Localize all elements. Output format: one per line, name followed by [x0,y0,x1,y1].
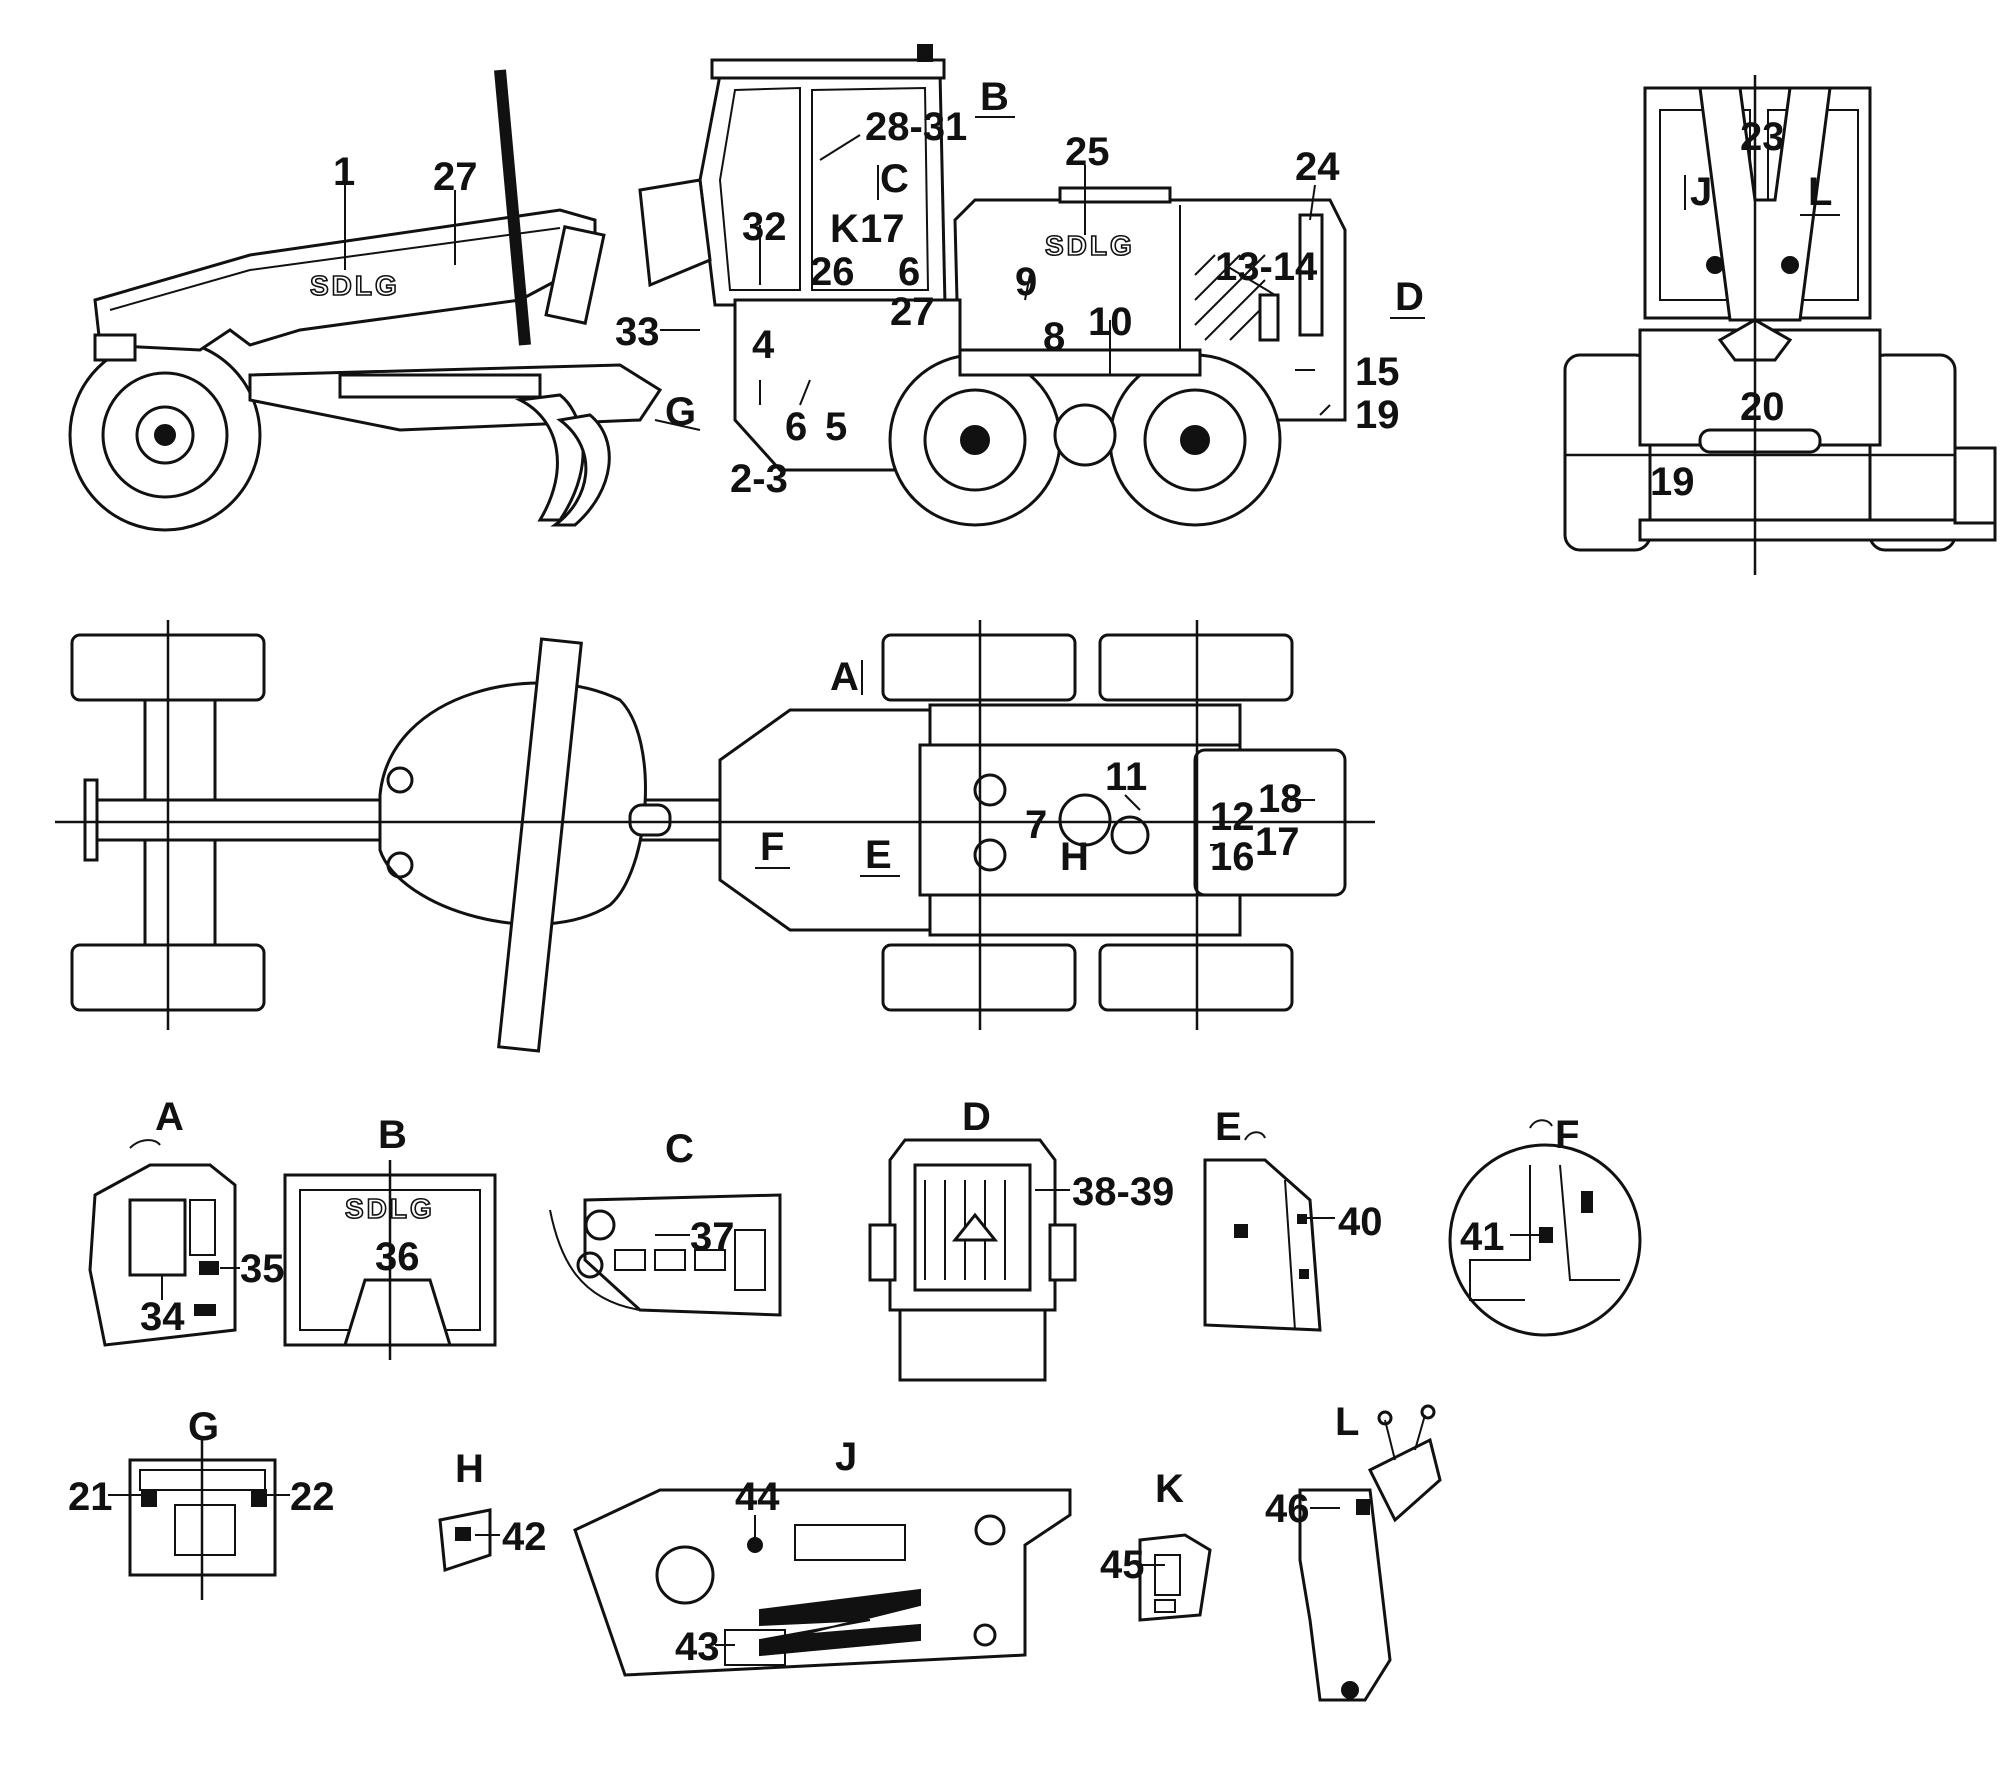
callout-13-14: 13-14 [1215,245,1318,289]
detail-B: SDLG B 36 [283,1113,497,1360]
logo-cab-rear: SDLG [345,1193,435,1224]
callout-19: 19 [1355,393,1400,437]
callout-16: 16 [1210,835,1255,879]
callout-32: 32 [742,205,787,249]
callout-41: 41 [1460,1215,1505,1259]
detail-L: L 46 [1265,1400,1442,1702]
callout-38-39: 38-39 [1072,1170,1174,1214]
view-marker-B: B [980,75,1009,119]
view-marker-A: A [830,655,859,699]
callout-17: 17 [860,207,905,251]
view-marker-H: H [1060,835,1089,879]
callout-9: 9 [1015,260,1037,304]
detail-F: F 41 [1448,1113,1642,1337]
detail-A: A 34 35 [88,1095,285,1347]
callout-20: 20 [1740,385,1785,429]
view-marker-K: K [830,207,859,251]
callout-40: 40 [1338,1200,1383,1244]
callout-34: 34 [140,1295,185,1339]
callout-7: 7 [1025,803,1047,847]
callout-2-3: 2-3 [730,457,788,501]
callout-27: 27 [433,155,478,199]
detail-K-title: K [1155,1467,1184,1511]
top-view: A 11 18 7 12 17 16 H F E [55,620,1375,1053]
view-marker-D: D [1395,275,1424,319]
detail-E-title: E [1215,1105,1242,1149]
callout-11: 11 [1105,755,1147,799]
callout-25: 25 [1065,130,1110,174]
callout-35: 35 [240,1247,285,1291]
callout-1: 1 [333,150,355,194]
callout-26: 26 [810,250,855,294]
side-view: SDLG SDLG 1 27 28-31 B 25 24 32 K 17 C 2… [68,44,1425,532]
detail-G-title: G [188,1405,219,1449]
callout-18: 18 [1258,777,1303,821]
logo-hood: SDLG [1045,230,1135,261]
detail-H-title: H [455,1447,484,1491]
detail-L-title: L [1335,1400,1359,1444]
callout-10: 10 [1088,300,1133,344]
callout-17: 17 [1255,820,1300,864]
detail-D-title: D [962,1095,991,1139]
callout-33: 33 [615,310,660,354]
callout-24: 24 [1295,145,1340,189]
view-marker-J: J [1690,170,1712,214]
callout-6: 6 [785,405,807,449]
callout-22: 22 [290,1475,335,1519]
callout-45: 45 [1100,1543,1145,1587]
rear-view: 23 J L 20 19 [1563,75,1997,575]
callout-36: 36 [375,1235,420,1279]
callout-46: 46 [1265,1487,1310,1531]
callout-5: 5 [825,405,847,449]
detail-C-title: C [665,1127,694,1171]
detail-E: E 40 [1203,1105,1383,1332]
view-marker-E: E [865,833,892,877]
callout-42: 42 [502,1515,547,1559]
view-marker-G: G [665,390,696,434]
callout-23: 23 [1740,115,1785,159]
detail-A-title: A [155,1095,184,1139]
callout-44: 44 [735,1475,780,1519]
callout-19: 19 [1650,460,1695,504]
callout-12: 12 [1210,795,1255,839]
callout-43: 43 [675,1625,720,1669]
detail-J: J 44 43 [573,1435,1072,1677]
callout-28-31: 28-31 [865,105,967,149]
detail-C: C 37 [549,1127,782,1317]
detail-B-title: B [378,1113,407,1157]
logo-front-frame: SDLG [310,270,400,301]
callout-27: 27 [890,290,935,334]
callout-21: 21 [68,1475,113,1519]
detail-D: D 38-39 [868,1095,1174,1382]
view-marker-F: F [760,825,784,869]
view-marker-C: C [880,157,909,201]
callout-37: 37 [690,1215,735,1259]
callout-6: 6 [898,250,920,294]
callout-8: 8 [1043,315,1065,359]
detail-H: H 42 [438,1447,547,1573]
detail-G: G 21 22 [68,1405,335,1600]
detail-F-title: F [1555,1113,1579,1157]
view-marker-L: L [1808,170,1832,214]
detail-K: K 45 [1100,1467,1212,1622]
callout-4: 4 [752,323,775,367]
detail-J-title: J [835,1435,857,1479]
callout-15: 15 [1355,350,1400,394]
